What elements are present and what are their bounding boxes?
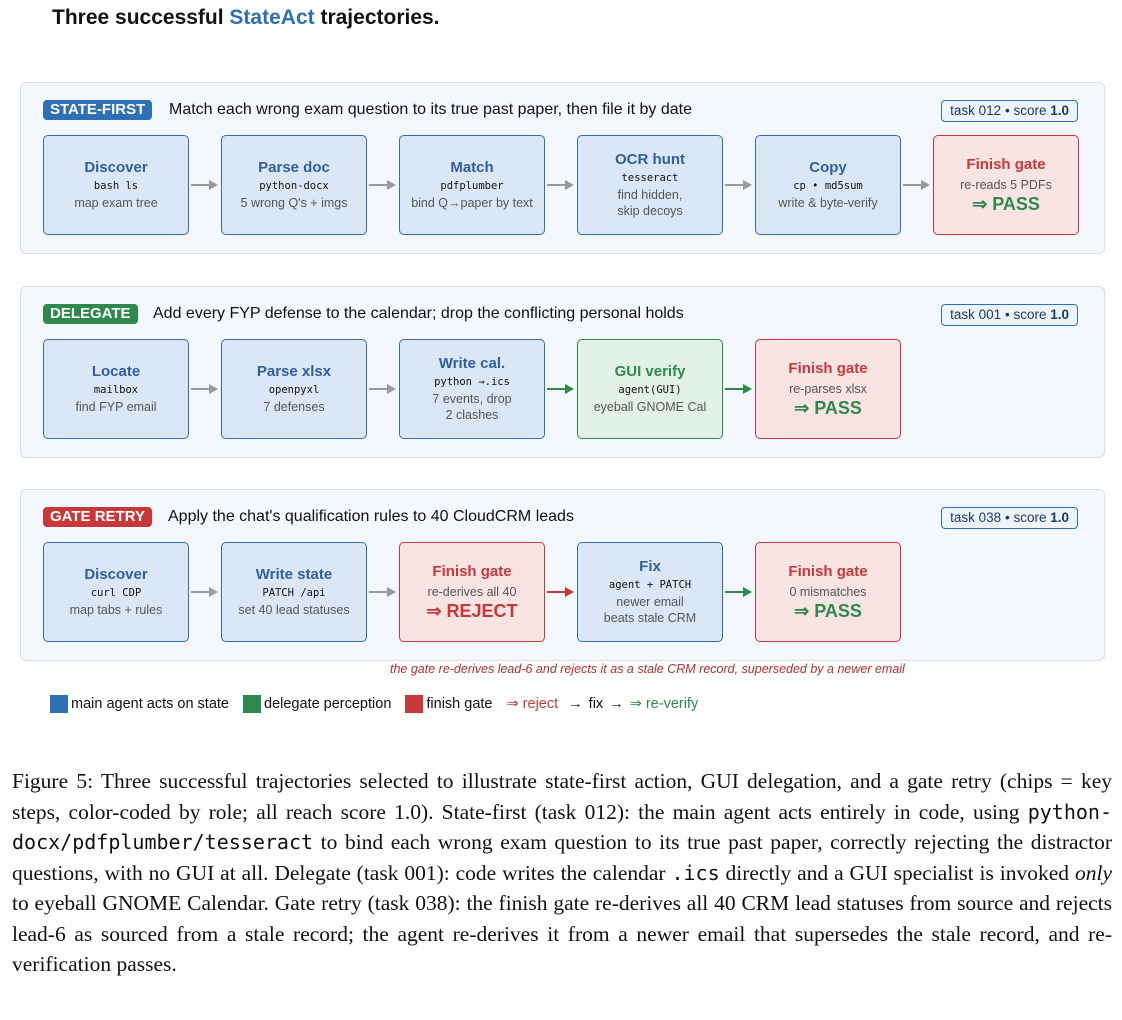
step-finish-gate-pass: Finish gate 0 mismatches ⇒ PASS	[755, 542, 901, 642]
step-fix: Fix agent + PATCH newer email beats stal…	[577, 542, 723, 642]
task-score-pill: task 038 • score 1.0	[941, 507, 1078, 529]
step-discover: Discover curl CDP map tabs + rules	[43, 542, 189, 642]
panel-state-first: STATE-FIRST Match each wrong exam questi…	[20, 82, 1105, 254]
figure-caption: Figure 5: Three successful trajectories …	[12, 769, 1112, 976]
legend: main agent acts on state delegate percep…	[50, 695, 698, 713]
tag-state-first: STATE-FIRST	[43, 100, 153, 120]
step-copy: Copy cp • md5sum write & byte-verify	[755, 135, 901, 235]
tag-gate-retry: GATE RETRY	[43, 507, 153, 527]
step-locate: Locate mailbox find FYP email	[43, 339, 189, 439]
legend-main: main agent acts on state	[50, 695, 229, 713]
step-parse-xlsx: Parse xlsx openpyxl 7 defenses	[221, 339, 367, 439]
figure-title: Three successful StateAct trajectories.	[52, 6, 440, 29]
task-score-pill: task 001 • score 1.0	[941, 304, 1078, 326]
tag-delegate: DELEGATE	[43, 304, 138, 324]
step-write-cal: Write cal. python →.ics 7 events, drop 2…	[399, 339, 545, 439]
task-score-pill: task 012 • score 1.0	[941, 100, 1078, 122]
step-discover: Discover bash ls map exam tree	[43, 135, 189, 235]
step-finish-gate: Finish gate re-parses xlsx ⇒ PASS	[755, 339, 901, 439]
panel-gate-retry: GATE RETRY Apply the chat's qualificatio…	[20, 489, 1105, 661]
step-match: Match pdfplumber bind Q→paper by text	[399, 135, 545, 235]
legend-swatch-main	[50, 695, 68, 713]
step-finish-gate-reject: Finish gate re-derives all 40 ⇒ REJECT	[399, 542, 545, 642]
panel-description: Apply the chat's qualification rules to …	[168, 508, 574, 525]
legend-delegate: delegate perception	[243, 695, 391, 713]
step-write-state: Write state PATCH /api set 40 lead statu…	[221, 542, 367, 642]
panel-delegate: DELEGATE Add every FYP defense to the ca…	[20, 286, 1105, 458]
legend-swatch-gate	[405, 695, 424, 713]
legend-gate: finish gate	[405, 695, 493, 713]
step-ocr-hunt: OCR hunt tesseract find hidden, skip dec…	[577, 135, 723, 235]
step-gui-verify: GUI verify agent(GUI) eyeball GNOME Cal	[577, 339, 723, 439]
step-parse-doc: Parse doc python-docx 5 wrong Q's + imgs	[221, 135, 367, 235]
legend-swatch-delegate	[243, 695, 261, 713]
step-finish-gate: Finish gate re-reads 5 PDFs ⇒ PASS	[933, 135, 1079, 235]
panel-description: Match each wrong exam question to its tr…	[169, 101, 692, 118]
gate-annotation: the gate re-derives lead-6 and rejects i…	[390, 662, 905, 676]
legend-flow: ⇒ reject →fix→⇒ re-verify	[506, 696, 699, 712]
panel-description: Add every FYP defense to the calendar; d…	[153, 305, 684, 322]
